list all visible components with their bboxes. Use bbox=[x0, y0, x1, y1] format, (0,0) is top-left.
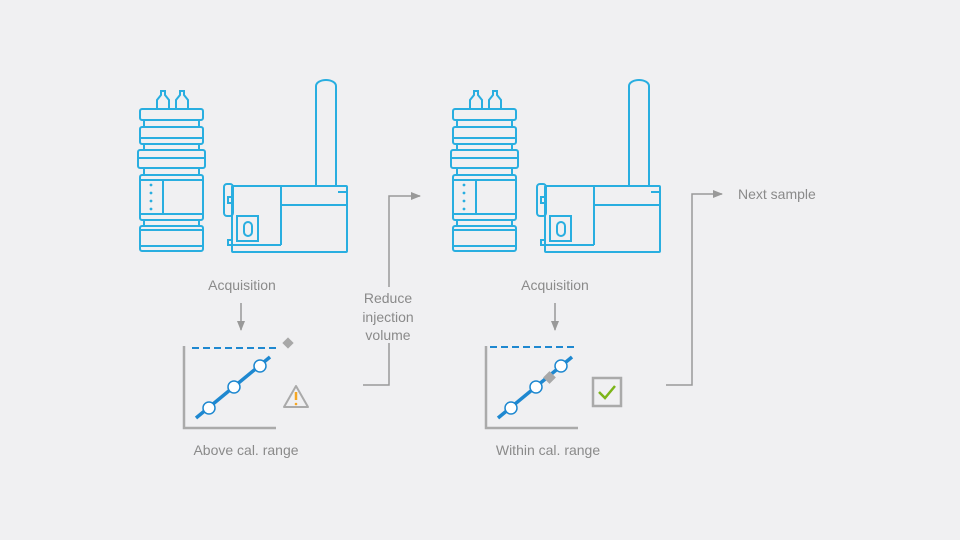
cal-point bbox=[554, 359, 568, 373]
cal-point bbox=[227, 380, 241, 394]
lc-ms-instrument-1 bbox=[137, 79, 348, 253]
calibration-chart-above bbox=[182, 337, 294, 430]
reduce-line: Reduce bbox=[363, 290, 413, 306]
cal-point bbox=[529, 380, 543, 394]
result-1-label: Above cal. range bbox=[193, 442, 299, 458]
cal-point bbox=[202, 401, 216, 415]
reduce-line: injection bbox=[362, 308, 414, 325]
next-sample-label: Next sample bbox=[738, 186, 816, 202]
stage-1-label: Acquisition bbox=[208, 277, 276, 293]
checkbox-checked-icon bbox=[591, 376, 623, 408]
cal-point bbox=[504, 401, 518, 415]
stage-2-label: Acquisition bbox=[521, 277, 589, 293]
reduce-line: volume bbox=[365, 327, 411, 343]
cal-point bbox=[253, 359, 267, 373]
result-2-label: Within cal. range bbox=[495, 442, 601, 458]
lc-ms-instrument-2 bbox=[450, 79, 661, 253]
warning-icon bbox=[283, 385, 309, 408]
reduce-injection-label: Reduce injection volume bbox=[348, 289, 428, 345]
calibration-chart-within bbox=[484, 346, 578, 430]
flow-arrow-next bbox=[666, 190, 723, 386]
sample-marker bbox=[282, 337, 294, 349]
